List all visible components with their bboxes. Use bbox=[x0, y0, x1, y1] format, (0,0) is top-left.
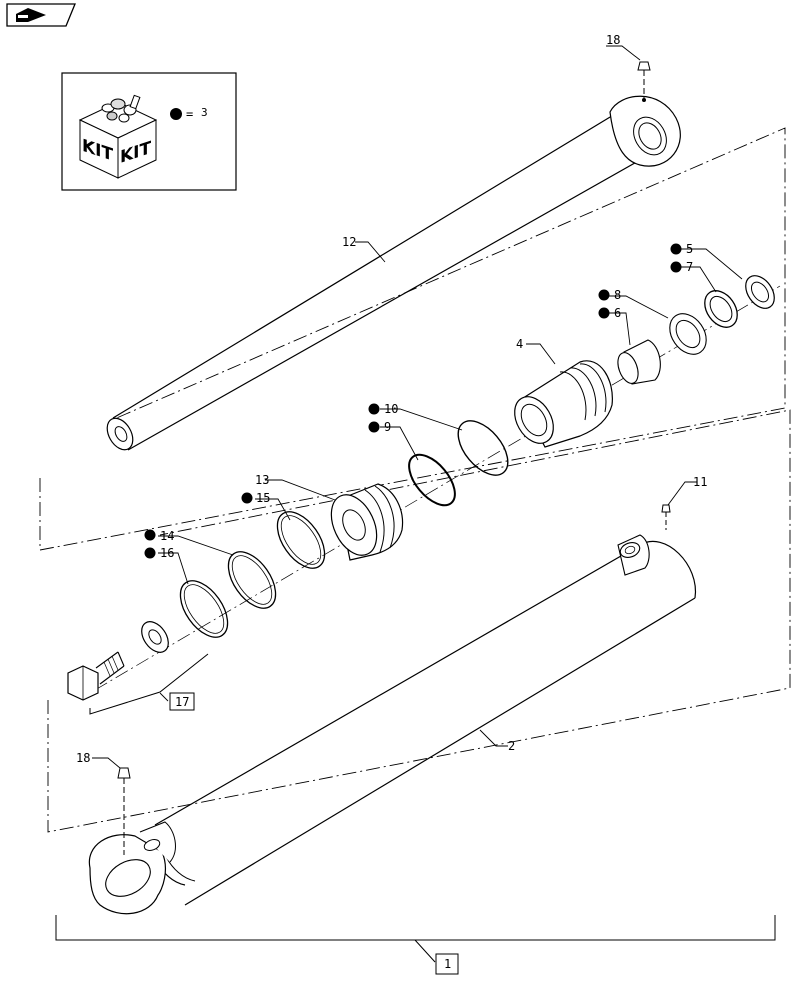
kit-dot-markers bbox=[144, 243, 682, 559]
assembly-centerline bbox=[94, 285, 781, 691]
callout-12: 12 bbox=[342, 235, 356, 249]
svg-text:17: 17 bbox=[175, 695, 189, 709]
ring-9 bbox=[408, 453, 456, 507]
assembly-bracket bbox=[55, 915, 776, 941]
callout-9: 9 bbox=[384, 420, 391, 434]
callout-box-17: 17 bbox=[169, 692, 195, 711]
leader-lines bbox=[92, 45, 743, 769]
rod-group-outline bbox=[39, 127, 786, 551]
grease-fitting-bottom bbox=[117, 767, 131, 855]
dot-icon bbox=[368, 403, 380, 415]
seal-ring-8 bbox=[669, 313, 707, 355]
callout-13: 13 bbox=[255, 473, 269, 487]
callout-4: 4 bbox=[516, 337, 523, 351]
gland bbox=[514, 360, 613, 448]
bolt bbox=[67, 651, 125, 701]
callout-18-bottom: 18 bbox=[76, 751, 90, 765]
dot-icon bbox=[144, 529, 156, 541]
bracket-17 bbox=[89, 653, 209, 715]
grease-fitting-11 bbox=[661, 504, 671, 530]
wiper-ring-5 bbox=[745, 275, 775, 309]
callout-6: 6 bbox=[614, 306, 621, 320]
callout-14: 14 bbox=[160, 529, 174, 543]
o-ring-10 bbox=[457, 420, 509, 476]
seal-ring-15 bbox=[276, 511, 326, 569]
kit-dot-icon bbox=[170, 108, 182, 120]
kit-legend-ref: 3 bbox=[201, 106, 208, 119]
grease-fitting-top bbox=[637, 61, 651, 102]
callout-18-top: 18 bbox=[606, 33, 620, 47]
kit-legend-equals: = bbox=[186, 107, 193, 121]
seal-ring-14 bbox=[227, 551, 277, 609]
wear-ring-16 bbox=[179, 580, 229, 638]
cylinder-barrel bbox=[88, 534, 697, 915]
dot-icon bbox=[598, 289, 610, 301]
callout-10: 10 bbox=[384, 402, 398, 416]
barrel-group-outline bbox=[47, 409, 791, 833]
kit-legend-box: KIT KIT = 3 bbox=[61, 72, 237, 191]
dot-icon bbox=[241, 492, 253, 504]
seal-ring-7 bbox=[704, 290, 738, 328]
piston-rod bbox=[106, 95, 681, 451]
callout-15: 15 bbox=[256, 491, 270, 505]
callout-5: 5 bbox=[686, 242, 693, 256]
leader-1 bbox=[414, 939, 436, 963]
piston bbox=[330, 483, 404, 561]
dot-icon bbox=[144, 547, 156, 559]
bushing bbox=[617, 339, 661, 385]
kit-box-icon bbox=[78, 94, 158, 179]
washer bbox=[141, 621, 169, 653]
callout-2: 2 bbox=[508, 739, 515, 753]
callout-8: 8 bbox=[614, 288, 621, 302]
callout-11: 11 bbox=[693, 475, 707, 489]
callout-7: 7 bbox=[686, 260, 693, 274]
svg-text:1: 1 bbox=[444, 957, 451, 971]
callout-box-1: 1 bbox=[435, 953, 459, 975]
back-nav-button[interactable] bbox=[6, 3, 76, 27]
dot-icon bbox=[598, 307, 610, 319]
dot-icon bbox=[670, 261, 682, 273]
callout-16: 16 bbox=[160, 546, 174, 560]
return-arrow-icon bbox=[6, 3, 76, 27]
dot-icon bbox=[670, 243, 682, 255]
dot-icon bbox=[368, 421, 380, 433]
